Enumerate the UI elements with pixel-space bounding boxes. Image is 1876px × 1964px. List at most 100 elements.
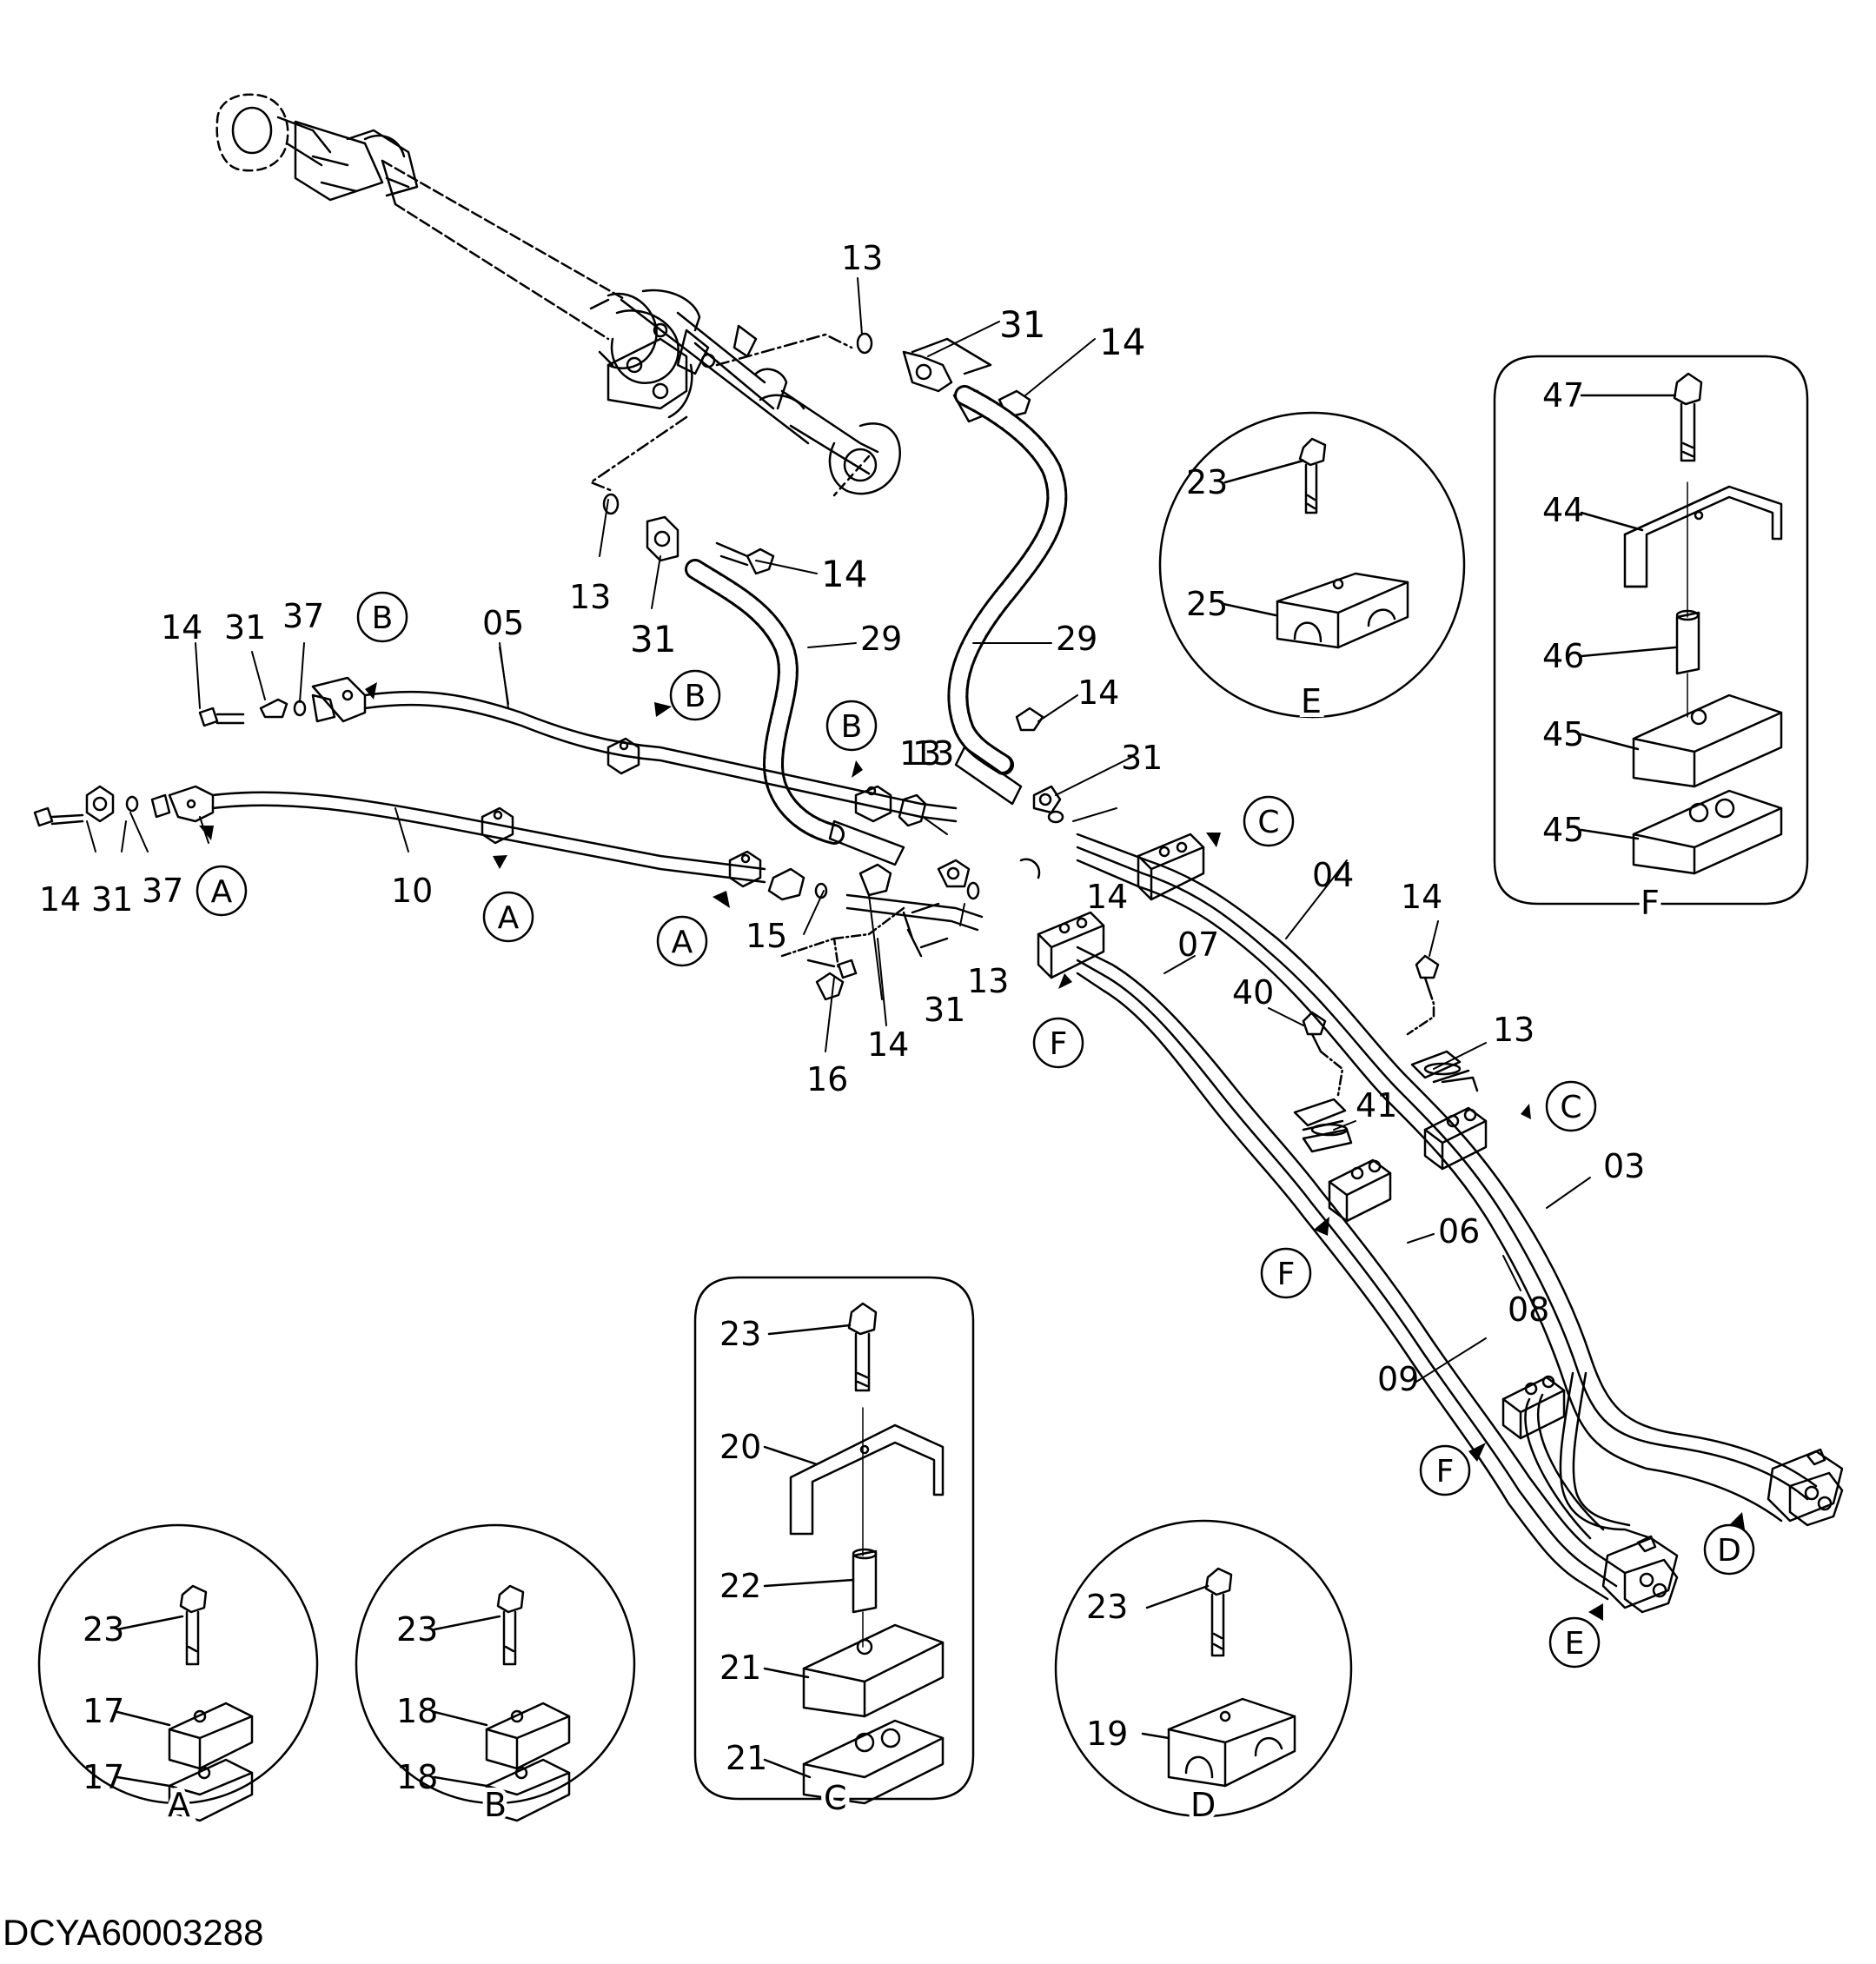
callout-label: 31 — [999, 303, 1045, 346]
marker-letter: A — [211, 874, 233, 910]
detail-part-label: 47 — [1542, 376, 1584, 415]
detail-labels: 23 25 E 47 44 46 45 45 F 23 20 22 21 21 … — [83, 376, 1664, 1828]
clamp-C-upper — [1137, 833, 1205, 901]
callout-label: 14 — [821, 553, 867, 595]
detail-D — [1054, 1519, 1353, 1818]
hose-end-fittings — [911, 707, 1064, 949]
detail-part-label: 17 — [83, 1758, 124, 1796]
marker-letter: A — [672, 925, 693, 960]
callout-label: 14 — [1099, 321, 1145, 363]
leader-lines — [86, 277, 1591, 1383]
detail-part-label: 21 — [719, 1649, 761, 1687]
marker-letter: F — [1436, 1454, 1455, 1490]
callout-label: 13 — [841, 239, 883, 277]
callout-label: 10 — [391, 872, 433, 910]
pipe-10 — [33, 785, 892, 901]
marker-letter: D — [1717, 1533, 1741, 1569]
detail-part-label: 44 — [1542, 491, 1584, 529]
clamp-F-lower — [1501, 1375, 1566, 1440]
hose-29-left — [685, 559, 905, 866]
callout-label: 04 — [1312, 856, 1354, 894]
marker-letter: C — [1560, 1090, 1581, 1125]
callout-label: 14 — [1086, 878, 1128, 916]
callout-label: 13 — [967, 962, 1009, 1000]
detail-C — [693, 1276, 975, 1805]
detail-E — [1158, 411, 1466, 719]
detail-B — [355, 1523, 636, 1822]
detail-part-label: 17 — [83, 1692, 124, 1730]
callout-label: 09 — [1377, 1360, 1419, 1398]
detail-letter: F — [1641, 884, 1660, 922]
callout-label: 14 — [867, 1025, 909, 1064]
detail-part-label: 22 — [719, 1567, 761, 1605]
detail-letter: C — [824, 1779, 847, 1817]
marker-letters: B B B A A A C F C F F D E — [211, 600, 1741, 1662]
callout-label: 13 — [912, 734, 954, 773]
clamp-C-lower — [1410, 1050, 1488, 1171]
detail-part-label: 19 — [1086, 1715, 1128, 1753]
flange-E — [1601, 1535, 1679, 1614]
callout-label: 40 — [1232, 973, 1274, 1012]
detail-letter: B — [484, 1786, 507, 1824]
callout-label: 06 — [1438, 1212, 1480, 1251]
callout-label: 31 — [1121, 739, 1163, 777]
callout-label: 31 — [924, 991, 965, 1029]
callout-label: 13 — [1493, 1011, 1535, 1049]
detail-part-label: 23 — [719, 1315, 761, 1353]
marker-letter: C — [1257, 805, 1279, 840]
callout-label: 31 — [224, 608, 266, 647]
callout-label: 16 — [806, 1060, 848, 1098]
detail-part-label: 23 — [396, 1610, 438, 1649]
callout-label: 15 — [746, 917, 787, 955]
callout-label: 29 — [1056, 620, 1097, 658]
callout-label: 29 — [860, 620, 902, 658]
callout-label: 37 — [282, 597, 324, 635]
callout-label: 13 — [569, 578, 611, 616]
detail-part-label: 23 — [1086, 1588, 1128, 1626]
callout-label: 03 — [1603, 1147, 1645, 1185]
detail-part-label: 45 — [1542, 811, 1584, 849]
upper-left-fitting — [602, 493, 775, 575]
callout-label: 37 — [142, 872, 183, 910]
clamp-F-upper — [1037, 911, 1105, 979]
detail-letter: E — [1301, 682, 1322, 720]
detail-part-label: 20 — [719, 1428, 761, 1466]
marker-circles — [196, 591, 1755, 1669]
detail-A — [37, 1523, 319, 1822]
detail-letter: D — [1190, 1786, 1216, 1824]
callout-label: 14 — [1401, 878, 1442, 916]
callout-label: 07 — [1177, 926, 1219, 964]
callout-label: 41 — [1356, 1086, 1397, 1125]
callout-label: 14 — [1077, 673, 1119, 712]
marker-letter: F — [1050, 1026, 1068, 1062]
hose-29-right — [947, 385, 1068, 806]
callout-label: 31 — [630, 618, 676, 660]
detail-part-label: 23 — [1186, 463, 1228, 501]
drawing-code: DCYA60003288 — [3, 1912, 264, 1953]
callout-label: 13 — [899, 734, 941, 773]
detail-part-label: 25 — [1186, 585, 1228, 623]
detail-letter: A — [168, 1786, 190, 1824]
marker-letter: B — [685, 679, 706, 714]
detail-part-label: 46 — [1542, 637, 1584, 675]
callout-label: 14 — [39, 880, 81, 919]
flange-D — [1767, 1448, 1844, 1527]
callout-labels: 13 31 14 13 14 31 29 29 14 31 37 05 14 3… — [39, 239, 1645, 1398]
callout-label: 31 — [91, 880, 133, 919]
marker-pointers — [199, 682, 1745, 1621]
detail-part-label: 18 — [396, 1758, 438, 1796]
detail-part-label: 18 — [396, 1692, 438, 1730]
detail-part-label: 45 — [1542, 715, 1584, 753]
callout-label: 14 — [161, 608, 202, 647]
marker-letter: E — [1565, 1626, 1585, 1662]
marker-letter: F — [1277, 1257, 1296, 1292]
marker-letter: B — [372, 600, 394, 636]
marker-letter: A — [498, 900, 520, 936]
callout-label: 08 — [1508, 1291, 1549, 1329]
detail-part-label: 21 — [726, 1739, 767, 1777]
detail-part-label: 23 — [83, 1610, 124, 1649]
callout-label: 05 — [482, 604, 524, 642]
detail-F — [1493, 355, 1809, 906]
pipes-lower-right — [1076, 833, 1818, 1601]
